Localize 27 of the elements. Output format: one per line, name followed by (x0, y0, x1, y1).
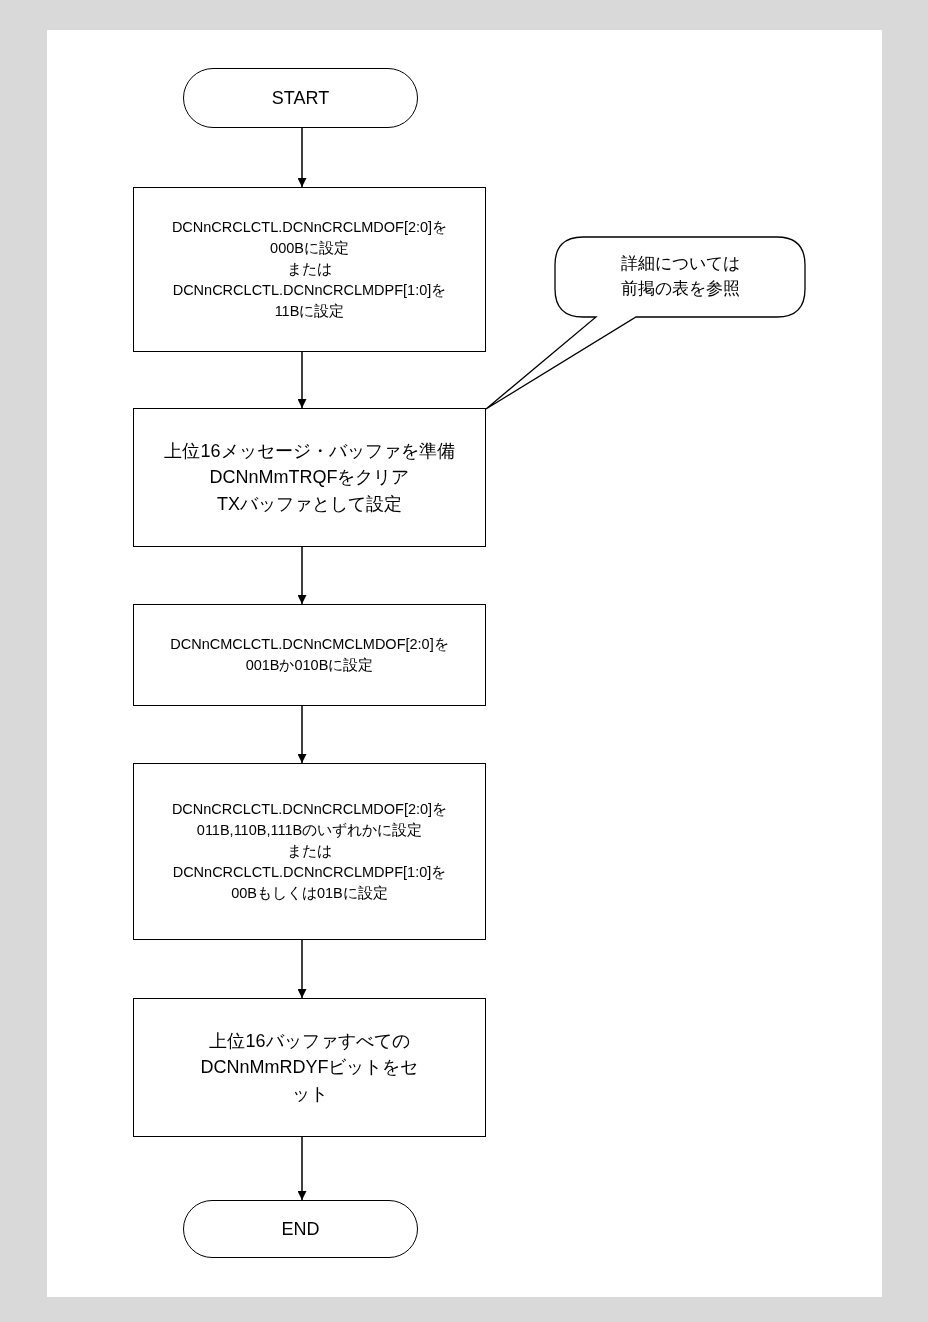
terminal-label: START (271, 86, 330, 110)
step-text: TXバッファとして設定 (217, 492, 402, 516)
step-text: DCNnCRCLCTL.DCNnCRCLMDPF[1:0]を11Bに設定 (171, 281, 448, 321)
terminal-label: END (281, 1217, 320, 1241)
callout-text: 詳細については前掲の表を参照 (619, 253, 741, 300)
process-box (133, 604, 486, 706)
step-text: または (287, 260, 332, 279)
step-text: または (287, 842, 332, 861)
step-text: 上位16バッファすべてのDCNnMmRDYFビットをセット (199, 1030, 420, 1106)
arrow (297, 939, 307, 999)
step-text: DCNnCRCLCTL.DCNnCRCLMDPF[1:0]を00Bもしくは01Bに設定 (171, 863, 448, 903)
process-box (133, 998, 486, 1137)
arrow (297, 127, 307, 188)
terminal-shape (183, 68, 418, 128)
process-box (133, 187, 486, 352)
step-text: DCNnCMCLCTL.DCNnCMCLMDOF[2:0]を001Bか010Bに設定 (169, 635, 450, 675)
arrow (297, 1136, 307, 1201)
process-box (133, 763, 486, 940)
step-text: DCNnCRCLCTL.DCNnCRCLMDOF[2:0]を011B,110B,111Bのいずれかに設定 (170, 799, 449, 840)
arrow (297, 351, 307, 409)
process-box (133, 408, 486, 547)
step-text: DCNnCRCLCTL.DCNnCRCLMDOF[2:0]を000Bに設定 (170, 217, 449, 258)
step-text: DCNnMmTRQFをクリア (209, 466, 410, 490)
arrow (297, 546, 307, 605)
callout-bubble (486, 237, 806, 411)
arrow (297, 705, 307, 764)
step-text: 上位16メッセージ・バッファを準備 (164, 440, 455, 464)
